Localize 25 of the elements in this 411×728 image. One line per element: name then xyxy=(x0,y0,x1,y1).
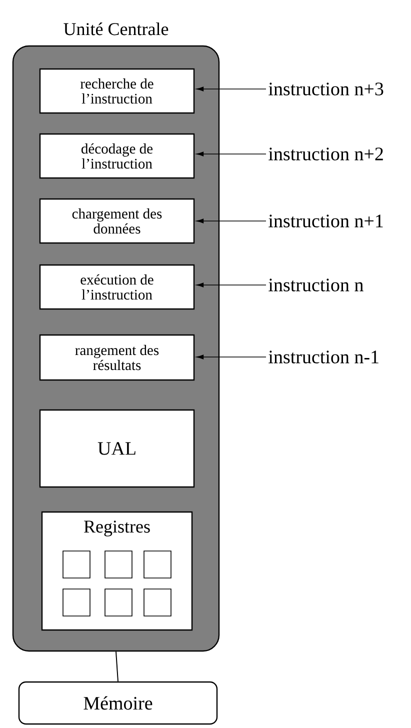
arrow xyxy=(196,152,266,156)
instruction-label: instruction n+2 xyxy=(268,148,383,160)
arrow xyxy=(196,354,266,360)
instruction-label: instruction n+3 xyxy=(268,82,384,96)
node-label: Unité Centrale xyxy=(64,22,168,36)
stage-box: exécution de l’instruction xyxy=(39,264,195,310)
register-box xyxy=(62,588,90,616)
register-box xyxy=(104,550,132,578)
stage-box: chargement des données xyxy=(39,198,195,244)
arrow xyxy=(196,218,266,224)
arrow xyxy=(196,86,266,92)
stage-box: recherche de l’instruction xyxy=(39,68,195,114)
register-box xyxy=(144,550,172,578)
connector-line xyxy=(116,651,118,682)
arrow xyxy=(196,282,266,288)
instruction-label: instruction n xyxy=(268,278,364,292)
stage-box: décodage de l’instruction xyxy=(39,133,195,179)
register-box xyxy=(144,588,172,616)
stage-box: UAL xyxy=(39,409,195,488)
instruction-label: instruction n-1 xyxy=(268,350,378,364)
instruction-label: instruction n+1 xyxy=(268,214,383,228)
register-box xyxy=(62,550,90,578)
register-box xyxy=(104,588,132,616)
memory-box: Mémoire xyxy=(18,681,218,725)
stage-box: rangement des résultats xyxy=(39,334,195,381)
